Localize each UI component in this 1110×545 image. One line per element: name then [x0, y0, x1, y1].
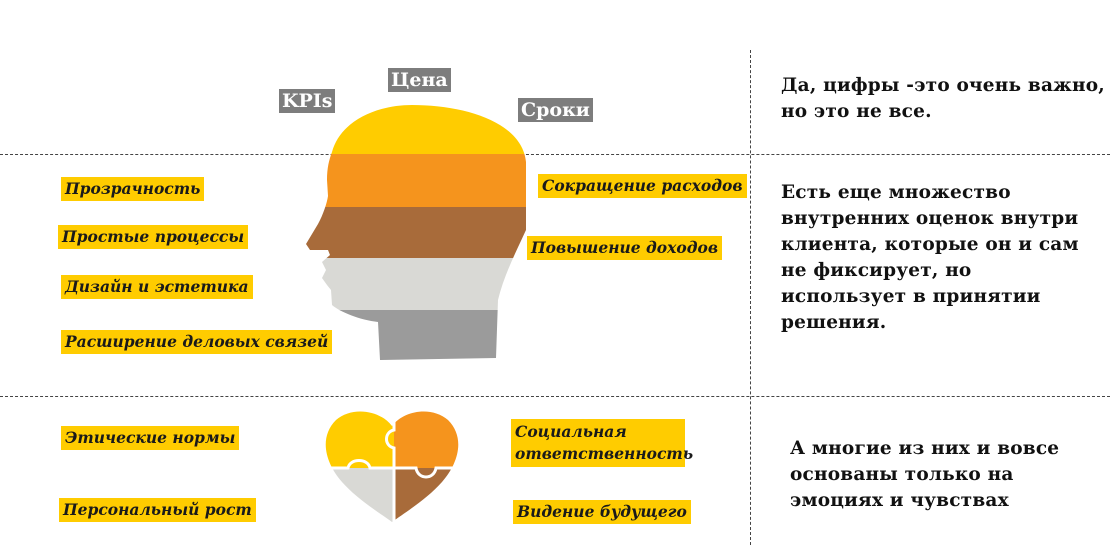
puzzle-heart-illustration — [324, 410, 462, 526]
note-internal-evaluations: Есть еще множество внутренних оценок вну… — [781, 182, 1079, 333]
label-personal-growth: Персональный рост — [59, 498, 256, 522]
label-social-responsibility: Социальная ответственность — [511, 419, 693, 467]
heart-piece-orange — [394, 411, 459, 468]
heart-piece-yellow — [325, 411, 394, 468]
label-connections: Расширение деловых связей — [61, 330, 333, 354]
label-ethics: Этические нормы — [61, 426, 240, 450]
divider-top — [0, 154, 1110, 155]
label-design: Дизайн и эстетика — [61, 275, 253, 299]
head-band-gray — [306, 310, 526, 360]
note-emotions: А многие из них и вовсе основаны только … — [790, 438, 1060, 511]
label-income-growth: Повышение доходов — [527, 236, 723, 260]
head-band-light-gray — [306, 258, 526, 310]
divider-vertical — [750, 50, 751, 545]
label-vision: Видение будущего — [513, 500, 691, 524]
label-simple-processes: Простые процессы — [58, 225, 249, 249]
head-illustration — [306, 105, 526, 360]
head-band-brown — [306, 207, 526, 258]
label-price: Цена — [388, 68, 451, 92]
head-band-yellow — [306, 105, 526, 154]
note-numbers: Да, цифры -это очень важно, но это не вс… — [781, 75, 1105, 122]
label-transparency: Прозрачность — [61, 177, 205, 201]
label-kpi: KPIs — [279, 89, 336, 113]
divider-bottom — [0, 396, 1110, 397]
head-band-orange — [306, 154, 526, 207]
heart-piece-gray — [325, 468, 394, 522]
label-cost-reduction: Сокращение расходов — [538, 174, 747, 198]
label-terms: Сроки — [518, 98, 593, 122]
